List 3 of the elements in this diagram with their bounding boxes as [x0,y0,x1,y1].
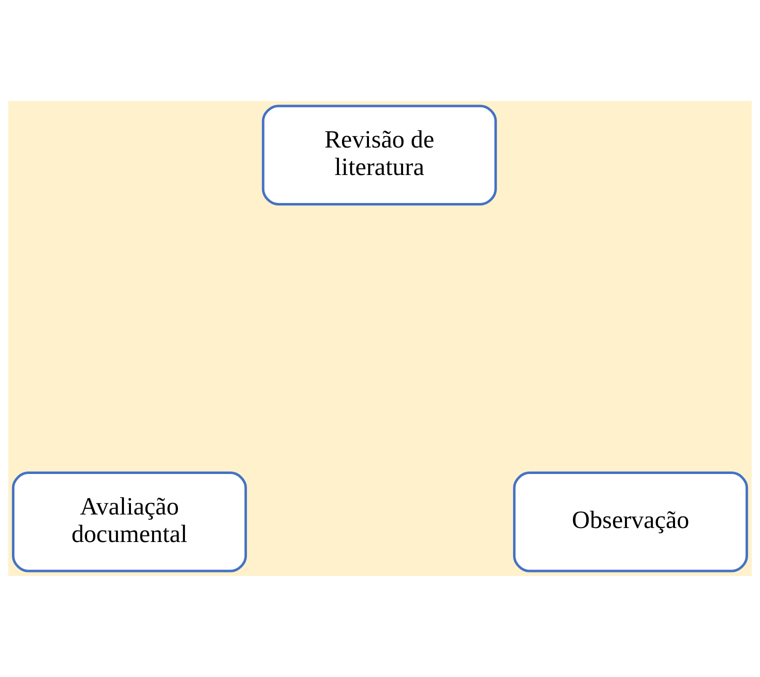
node-box: Observação [513,472,748,572]
node-box: Revisão de literatura [262,104,497,206]
node-box: Avaliação documental [12,472,247,572]
